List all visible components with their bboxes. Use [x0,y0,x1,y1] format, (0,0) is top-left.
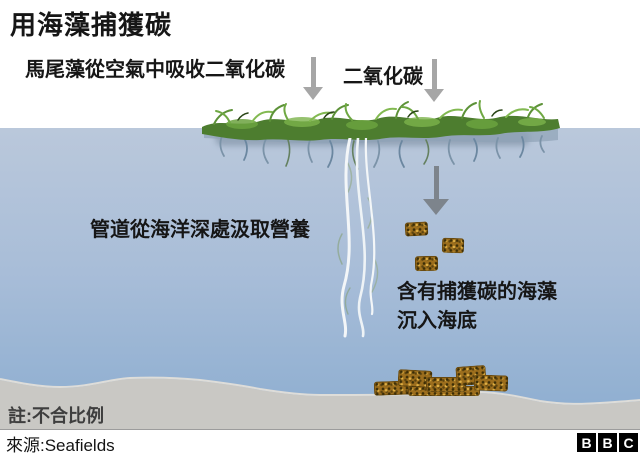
seabed-seaweed-pile [372,364,512,397]
sinking-seaweed-clump [404,221,429,237]
pipes-caption: 管道從海洋深處汲取營養 [90,219,310,241]
co2-down-arrow-icon [424,59,444,102]
co2-down-arrow-icon [303,57,323,100]
sinking-caption-line1: 含有捕獲碳的海藻 [397,281,557,303]
sinking-caption-line2: 沉入海底 [397,310,477,332]
bbc-logo: B B C [577,433,638,452]
seaweed-clump [473,374,509,392]
co2-label: 二氧化碳 [343,66,423,88]
sinking-down-arrow-icon [423,166,449,215]
sinking-seaweed-clump [441,237,465,254]
sinking-caption: 含有捕獲碳的海藻 沉入海底 [397,278,557,336]
seaweed-mat-illustration [202,100,560,170]
scale-note: 註:不合比例 [8,406,104,426]
footer-strip [0,429,640,455]
bbc-logo-block: B [598,433,617,452]
seabed-illustration [0,376,640,430]
bbc-logo-block: B [577,433,596,452]
bbc-logo-block: C [619,433,638,452]
sinking-seaweed-clump [414,255,439,272]
subtitle-caption: 馬尾藻從空氣中吸收二氧化碳 [25,59,285,81]
ocean-water [0,128,640,429]
nutrient-pipes-illustration [337,138,379,338]
source-label: 來源:Seafields [6,436,115,455]
page-title: 用海藻捕獲碳 [10,10,173,40]
